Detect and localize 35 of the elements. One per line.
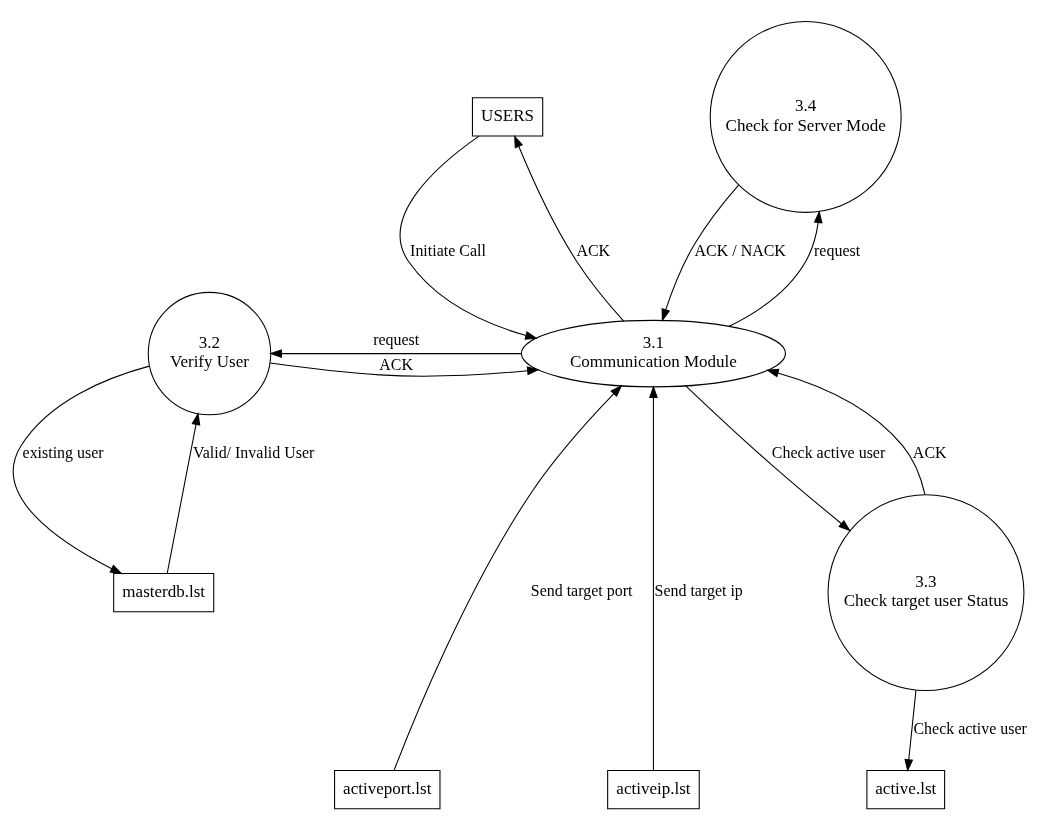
node-box: masterdb.lst — [113, 572, 215, 612]
edge-label: Check active user — [771, 443, 886, 461]
arrow — [904, 689, 917, 772]
arrow — [685, 384, 851, 531]
edge-label: Initiate Call — [410, 241, 486, 259]
arrow — [661, 184, 740, 322]
edge-label: ACK — [912, 443, 947, 461]
edge-label: Send target ip — [654, 581, 743, 599]
arrow — [166, 411, 201, 574]
edge-label: Valid/ Invalid User — [192, 443, 315, 461]
edge-label: ACK / NACK — [694, 241, 786, 259]
arrow — [648, 384, 658, 771]
arrow — [269, 362, 540, 377]
edge-label: existing user — [22, 443, 104, 461]
arrow — [728, 209, 823, 327]
arrow — [765, 368, 926, 495]
edge-label: ACK — [576, 241, 611, 259]
arrow — [399, 135, 538, 340]
node-circle: 3.4 Check for Server Mode — [709, 20, 902, 213]
edge-label: ACK — [379, 355, 414, 373]
node-box: activeip.lst — [607, 769, 700, 809]
edge-label: Send target port — [530, 581, 633, 599]
edge-label: Check active user — [913, 719, 1027, 737]
edge-label: request — [373, 330, 420, 348]
node-circle: 3.2 Verify User — [147, 291, 272, 415]
node-box: activeport.lst — [334, 769, 441, 809]
arrow — [12, 365, 150, 574]
arrow — [269, 348, 522, 358]
node-box: active.lst — [866, 769, 946, 809]
node-circle: 3.3 Check target user Status — [827, 493, 1025, 691]
arrow — [514, 134, 625, 322]
node-ellipse: 3.1 Communication Module — [520, 319, 786, 387]
edge-label: request — [814, 241, 861, 259]
arrow — [393, 384, 623, 771]
node-box: USERS — [471, 96, 544, 137]
